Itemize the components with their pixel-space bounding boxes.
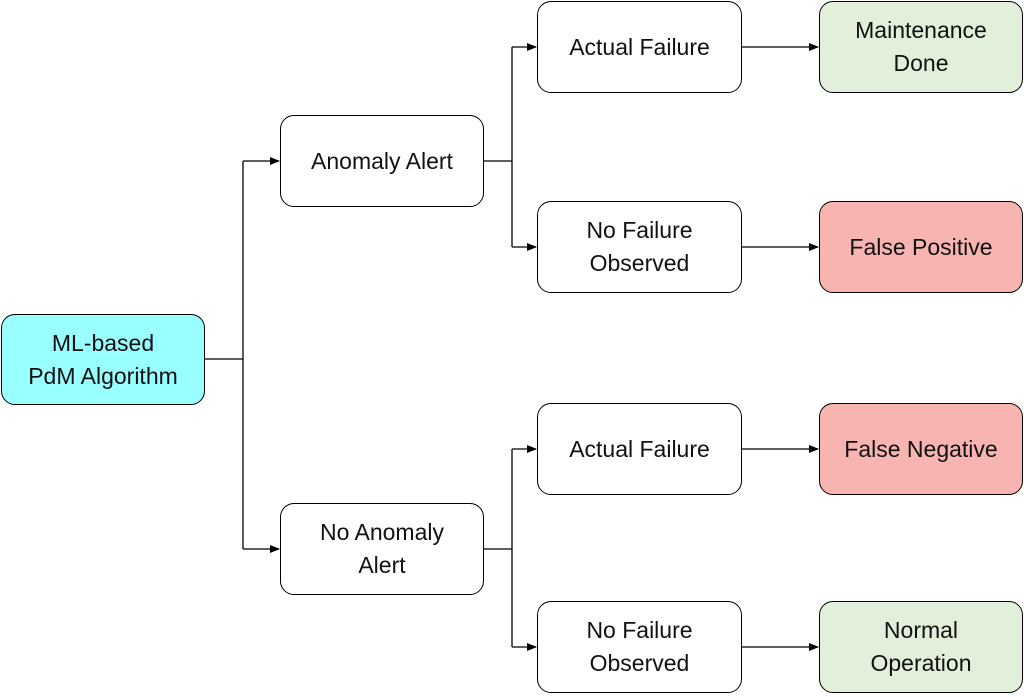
root-node-label: ML-based PdM Algorithm (28, 329, 178, 389)
root-node-pdm-algorithm: ML-based PdM Algorithm (1, 314, 205, 405)
node-anomaly-alert: Anomaly Alert (280, 115, 484, 207)
anomaly-no-failure-label: No Failure Observed (586, 217, 693, 276)
node-no-anomaly-alert: No Anomaly Alert (280, 503, 484, 595)
no-anomaly-alert-label: No Anomaly Alert (319, 519, 444, 578)
normal-operation-label: Normal Operation (870, 617, 972, 676)
node-no-anomaly-no-failure-observed: No Failure Observed (537, 601, 742, 693)
outcome-false-positive: False Positive (819, 201, 1023, 293)
anomaly-alert-label: Anomaly Alert (311, 147, 453, 174)
node-anomaly-no-failure-observed: No Failure Observed (537, 201, 742, 293)
outcome-normal-operation: Normal Operation (819, 601, 1023, 693)
no-anomaly-no-failure-label: No Failure Observed (586, 617, 693, 676)
anomaly-actual-failure-label: Actual Failure (569, 33, 710, 60)
maintenance-done-label: Maintenance Done (855, 17, 987, 76)
no-anomaly-actual-failure-label: Actual Failure (569, 435, 710, 462)
false-positive-label: False Positive (849, 233, 993, 260)
node-no-anomaly-actual-failure: Actual Failure (537, 403, 742, 495)
outcome-false-negative: False Negative (819, 403, 1023, 495)
false-negative-label: False Negative (844, 435, 998, 462)
outcome-maintenance-done: Maintenance Done (819, 1, 1023, 93)
node-anomaly-actual-failure: Actual Failure (537, 1, 742, 93)
